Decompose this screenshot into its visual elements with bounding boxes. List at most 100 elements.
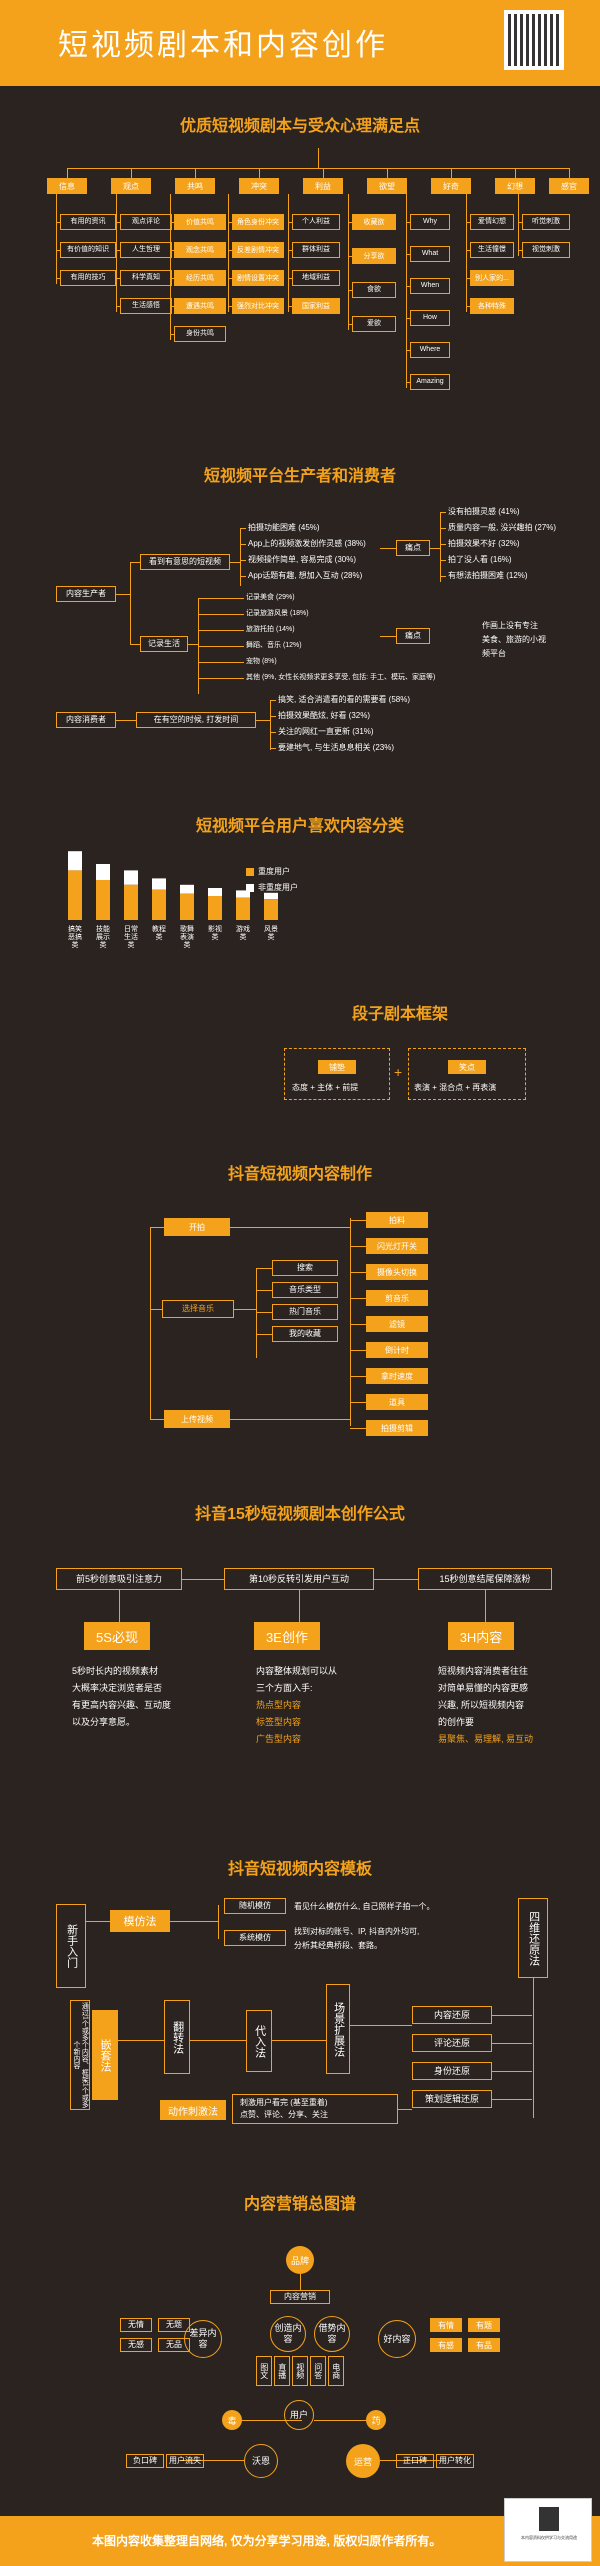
l-tag-3: 无品: [158, 2338, 190, 2352]
connector-line: [466, 306, 470, 307]
qr-code: [504, 10, 564, 70]
connector-line: [451, 168, 452, 178]
pain1-box: 痛点: [396, 540, 430, 556]
s1-item-chongtu-3: 强烈对比冲突: [232, 298, 284, 314]
newbie-box: 新手入门: [56, 1904, 86, 1988]
record-item-2: 旅游托拍 (14%): [246, 626, 295, 633]
choose-box: 选择音乐: [162, 1300, 234, 1318]
connector-line: [288, 194, 289, 312]
connector-line: [195, 168, 196, 178]
formula-desc-0-0: 5秒时长内的视频素材: [72, 1666, 159, 1676]
s1-item-haoqi-4: Where: [410, 342, 450, 358]
bar-6-series-a: [236, 890, 250, 898]
record-item-1: 记录旅游风景 (18%): [246, 610, 309, 617]
r-tag-2: 有感: [430, 2338, 462, 2352]
formula-desc-1-0: 内容整体规划可以从: [256, 1666, 338, 1676]
connector-line: [228, 278, 232, 279]
connector-line: [374, 1579, 418, 1580]
connector-line: [440, 528, 446, 529]
gg-circle: 沃恩: [244, 2444, 278, 2478]
s1-item-haoqi-3: How: [410, 310, 450, 326]
legend-swatch-a: [246, 868, 254, 876]
connector-line: [228, 222, 232, 223]
connector-line: [380, 636, 396, 637]
connector-line: [430, 548, 440, 549]
four-box: 四维还原法: [518, 1898, 548, 1978]
s1-item-xinxi-2: 有用的技巧: [60, 270, 116, 286]
connector-line: [270, 748, 276, 749]
bar-3-series-a: [152, 878, 166, 890]
category-label-6: 游戏类: [236, 926, 250, 942]
connector-line: [348, 256, 352, 257]
s5-title: 抖音短视频内容制作: [227, 1166, 372, 1183]
record-item-3: 舞蹈、音乐 (12%): [246, 642, 302, 649]
connector-line: [256, 720, 270, 721]
category-1: 观点: [111, 178, 151, 194]
s1-item-yuwang-3: 爱欲: [352, 316, 396, 332]
s1-item-haoqi-2: When: [410, 278, 450, 294]
connector-line: [270, 732, 276, 733]
connector-line: [130, 644, 140, 645]
connector-line: [198, 662, 244, 663]
connector-line: [387, 168, 388, 178]
pain2-box: 痛点: [396, 628, 430, 644]
category-6: 好奇: [431, 178, 471, 194]
frame-left: [284, 1048, 390, 1100]
connector-line: [518, 194, 519, 256]
connector-line: [116, 194, 117, 312]
category-3: 冲突: [239, 178, 279, 194]
connector-line: [256, 1290, 272, 1291]
system-box: 系统模仿: [224, 1930, 286, 1946]
punch-label: 笑点: [448, 1060, 486, 1074]
connector-line: [240, 576, 246, 577]
s3-title: 短视频平台用户喜欢内容分类: [195, 818, 404, 835]
connector-line: [348, 324, 352, 325]
connector-line: [406, 254, 410, 255]
pain1-item-2: 拍摄效果不好 (32%): [448, 539, 520, 548]
connector-line: [240, 528, 241, 586]
bar-0-series-a: [68, 851, 82, 871]
s1-title: 优质短视频剧本与受众心理满足点: [179, 118, 420, 135]
setup-text: 态度 + 主体 + 前提: [292, 1083, 359, 1092]
connector-line: [348, 194, 349, 330]
connector-line: [318, 148, 319, 168]
s1-item-chongtu-0: 角色身份冲突: [232, 214, 284, 230]
connector-line: [190, 2040, 246, 2041]
connector-line: [348, 290, 352, 291]
s2-title: 短视频平台生产者和消费者: [203, 468, 396, 485]
connector-line: [150, 1419, 164, 1420]
formula-header-0: 前5秒创意吸引注意力: [56, 1568, 182, 1590]
connector-line: [116, 250, 120, 251]
connector-line: [116, 278, 120, 279]
category-label-4: 歌舞表演类: [180, 926, 194, 950]
punch-text: 表演 + 混合点 + 再表演: [414, 1083, 497, 1092]
connector-line: [130, 562, 131, 644]
category-label-1: 技能展示类: [96, 926, 110, 950]
bar-4-series-b: [180, 893, 194, 920]
want-box: 看到有意思的短视频: [140, 554, 230, 570]
connector-line: [240, 544, 246, 545]
category-8: 感官: [549, 178, 589, 194]
user-circle: 用户: [284, 2400, 314, 2430]
s1-item-yuwang-2: 食欲: [352, 282, 396, 298]
music-0: 搜索: [272, 1260, 338, 1276]
connector-line: [288, 278, 292, 279]
connector-line: [288, 222, 292, 223]
s1-item-xinxi-0: 有用的资讯: [60, 214, 116, 230]
music-3: 我的收藏: [272, 1326, 338, 1342]
s1-item-ganguan-1: 视觉刺激: [522, 242, 570, 258]
s1-item-chongtu-1: 反差剧情冲突: [232, 242, 284, 258]
connector-line: [256, 1268, 257, 1358]
bar-2-series-a: [124, 870, 138, 885]
connector-line: [170, 222, 174, 223]
action-text-1: 点赞、评论、分享、关注: [240, 2110, 328, 2119]
cs-circle: 借势内容: [314, 2316, 350, 2352]
connector-line: [228, 194, 229, 312]
connector-line: [198, 614, 244, 615]
scene-box: 场景扩展法: [326, 1984, 350, 2074]
brand-circle: 品牌: [286, 2246, 314, 2274]
mimic-box: 模仿法: [110, 1910, 170, 1932]
ll-0: 负口碑: [126, 2454, 164, 2468]
connector-line: [56, 194, 57, 284]
connector-line: [288, 306, 292, 307]
